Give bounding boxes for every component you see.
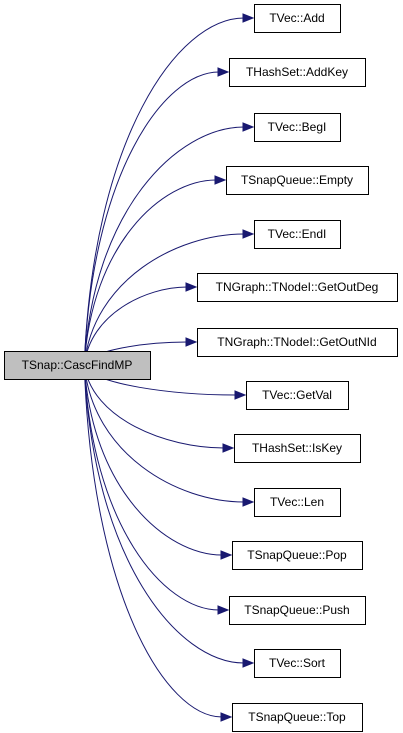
arrowhead-n13: [220, 712, 233, 722]
node-root-label: TSnap::CascFindMP: [22, 358, 133, 372]
node-n3-box[interactable]: [226, 166, 369, 195]
edge-n0: [83, 17, 245, 366]
arrowhead-n8: [222, 443, 235, 453]
arrowhead-n0: [242, 13, 255, 23]
arrowhead-n10: [220, 550, 233, 560]
node-n10-label: TSnapQueue::Pop: [247, 548, 347, 562]
edge-n11: [83, 364, 220, 611]
node-n13-label: TSnapQueue::Top: [248, 710, 346, 724]
edge-n3: [83, 179, 217, 366]
node-n8-label: THashSet::IsKey: [252, 441, 342, 455]
node-n11-label: TSnapQueue::Push: [244, 603, 349, 617]
edge-n9: [83, 364, 245, 503]
node-n0[interactable]: TVec::Add: [254, 4, 341, 33]
arrowhead-n7: [234, 390, 247, 400]
edge-n5: [83, 286, 188, 366]
node-n10[interactable]: TSnapQueue::Pop: [232, 541, 363, 570]
edge-n13: [83, 364, 223, 718]
node-n2-label: TVec::BegI: [268, 120, 327, 134]
node-n1-label: THashSet::AddKey: [246, 65, 348, 79]
node-n13[interactable]: TSnapQueue::Top: [232, 703, 363, 732]
node-n5-box[interactable]: [197, 273, 398, 302]
arrowhead-n1: [217, 67, 230, 77]
edge-n8: [83, 364, 225, 449]
node-n0-label: TVec::Add: [269, 11, 324, 25]
node-n9-label: TVec::Len: [270, 495, 324, 509]
node-n2-box[interactable]: [254, 113, 341, 142]
node-n7[interactable]: TVec::GetVal: [246, 381, 349, 410]
edge-n12: [83, 364, 245, 664]
node-n0-box[interactable]: [254, 4, 341, 33]
edge-n2: [83, 126, 245, 366]
node-n4-box[interactable]: [254, 220, 341, 249]
node-n1[interactable]: THashSet::AddKey: [229, 58, 366, 87]
node-n5-label: TNGraph::TNodeI::GetOutDeg: [216, 280, 379, 294]
arrowhead-n9: [242, 497, 255, 507]
edge-n1: [83, 71, 220, 366]
node-n13-box[interactable]: [232, 703, 363, 732]
node-n11-box[interactable]: [229, 596, 366, 625]
node-n8[interactable]: THashSet::IsKey: [234, 434, 361, 463]
node-n2[interactable]: TVec::BegI: [254, 113, 341, 142]
node-n10-box[interactable]: [232, 541, 363, 570]
node-root-box[interactable]: [4, 351, 151, 380]
call-nodes: TVec::AddTHashSet::AddKeyTVec::BegITSnap…: [4, 4, 398, 732]
arrowhead-n4: [242, 229, 255, 239]
arrowhead-n2: [242, 122, 255, 132]
call-edges: [83, 13, 255, 722]
node-n6-box[interactable]: [197, 328, 398, 357]
node-n9[interactable]: TVec::Len: [254, 488, 341, 517]
node-n12-label: TVec::Sort: [269, 656, 326, 670]
node-n1-box[interactable]: [229, 58, 366, 87]
node-n4[interactable]: TVec::EndI: [254, 220, 341, 249]
node-n8-box[interactable]: [234, 434, 361, 463]
node-n9-box[interactable]: [254, 488, 341, 517]
edge-n4: [83, 233, 245, 366]
node-root[interactable]: TSnap::CascFindMP: [4, 351, 151, 380]
node-n12[interactable]: TVec::Sort: [254, 649, 341, 678]
node-n12-box[interactable]: [254, 649, 341, 678]
arrowhead-n3: [214, 175, 227, 185]
node-n11[interactable]: TSnapQueue::Push: [229, 596, 366, 625]
node-n3[interactable]: TSnapQueue::Empty: [226, 166, 369, 195]
node-n6[interactable]: TNGraph::TNodeI::GetOutNId: [197, 328, 398, 357]
node-n7-box[interactable]: [246, 381, 349, 410]
arrowhead-n12: [242, 658, 255, 668]
node-n4-label: TVec::EndI: [268, 227, 327, 241]
node-n7-label: TVec::GetVal: [262, 388, 332, 402]
arrowhead-n11: [217, 605, 230, 615]
node-n3-label: TSnapQueue::Empty: [241, 173, 353, 187]
edge-n10: [83, 364, 223, 556]
arrowhead-n5: [185, 282, 198, 292]
arrowhead-n6: [185, 337, 198, 347]
node-n6-label: TNGraph::TNodeI::GetOutNId: [217, 335, 376, 349]
node-n5[interactable]: TNGraph::TNodeI::GetOutDeg: [197, 273, 398, 302]
